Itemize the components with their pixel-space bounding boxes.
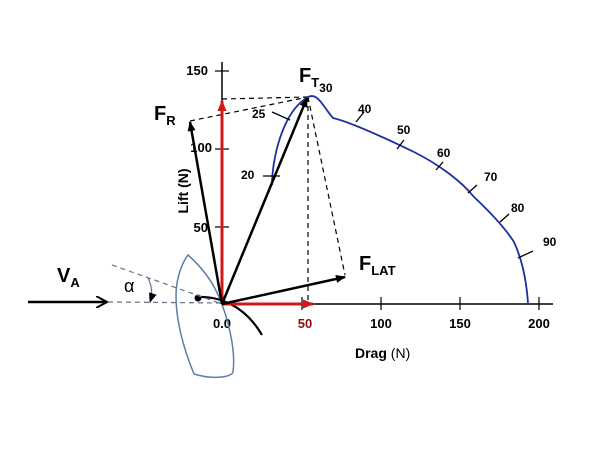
y-tick-label: 150 (186, 63, 208, 78)
curve-label-80: 80 (511, 201, 525, 215)
wind-reference-dashed (107, 301, 226, 304)
curve-label-40: 40 (358, 102, 372, 116)
fr-label: FR (154, 103, 176, 128)
curve-label-20: 20 (241, 168, 255, 182)
x-axis-title: Drag (N) (355, 345, 410, 361)
curve-label-70: 70 (484, 170, 498, 184)
alpha-label: α (124, 276, 134, 296)
curve-label-25: 25 (252, 107, 266, 121)
x-tick-label: 200 (528, 316, 550, 331)
y-axis-title: Lift (N) (175, 168, 191, 213)
curve-tick-50 (396, 139, 405, 150)
dashed-lift-ft (221, 96, 309, 100)
dashed-fr-ft (189, 96, 309, 122)
curve-label-60: 60 (437, 146, 451, 160)
curve-tick-80 (499, 213, 510, 223)
flat-vector (221, 275, 346, 306)
curve-tick-40 (355, 111, 365, 123)
flat-label: FLAT (359, 253, 396, 278)
curve-tick-70 (467, 184, 478, 194)
boat-hull (175, 253, 235, 379)
curve-tick-60 (435, 161, 444, 171)
alpha-arc (147, 277, 157, 303)
curve-label-90: 90 (543, 235, 557, 249)
dashed-ft-flat (307, 96, 346, 276)
curve-tick-90 (517, 250, 534, 259)
ft-label: FT30 (299, 65, 333, 95)
ft-vector (220, 97, 309, 305)
x-tick-label: 50 (298, 316, 312, 331)
heading-reference-dashed (111, 264, 223, 305)
curve-tick-25 (271, 111, 291, 121)
x-tick-label: 100 (370, 316, 392, 331)
va-label: VA (57, 265, 80, 290)
fr-vector (187, 121, 224, 305)
y-tick-label: 50 (194, 220, 208, 235)
x-tick-label: 150 (449, 316, 471, 331)
curve-label-50: 50 (397, 123, 411, 137)
